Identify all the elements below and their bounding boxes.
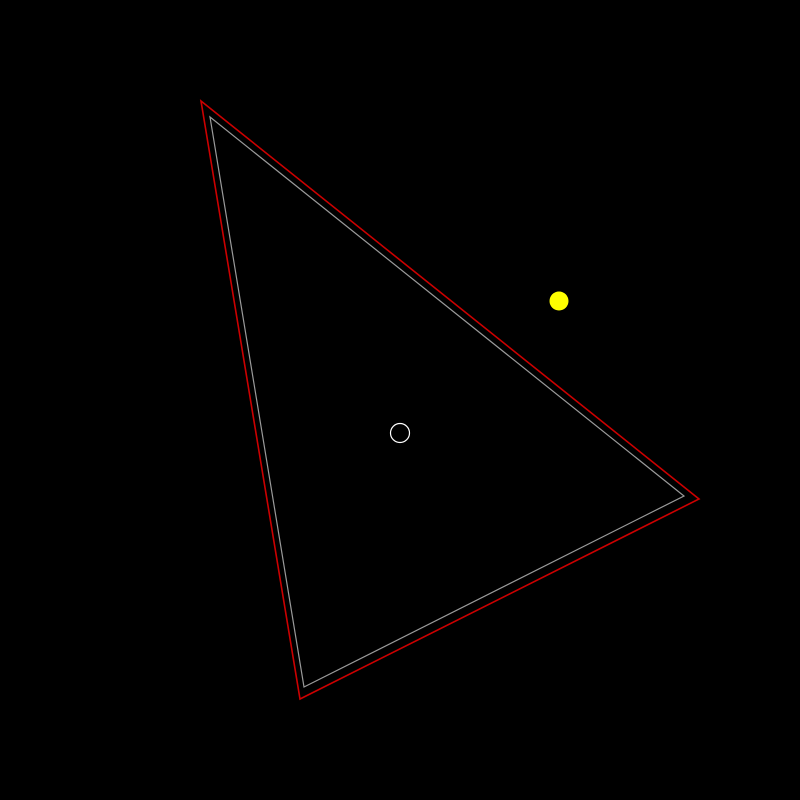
- player-ring[interactable]: [389, 422, 411, 444]
- arena-inner-boundary: [209, 115, 686, 688]
- arena-outer-boundary: [199, 99, 701, 701]
- target-dot[interactable]: [549, 291, 569, 311]
